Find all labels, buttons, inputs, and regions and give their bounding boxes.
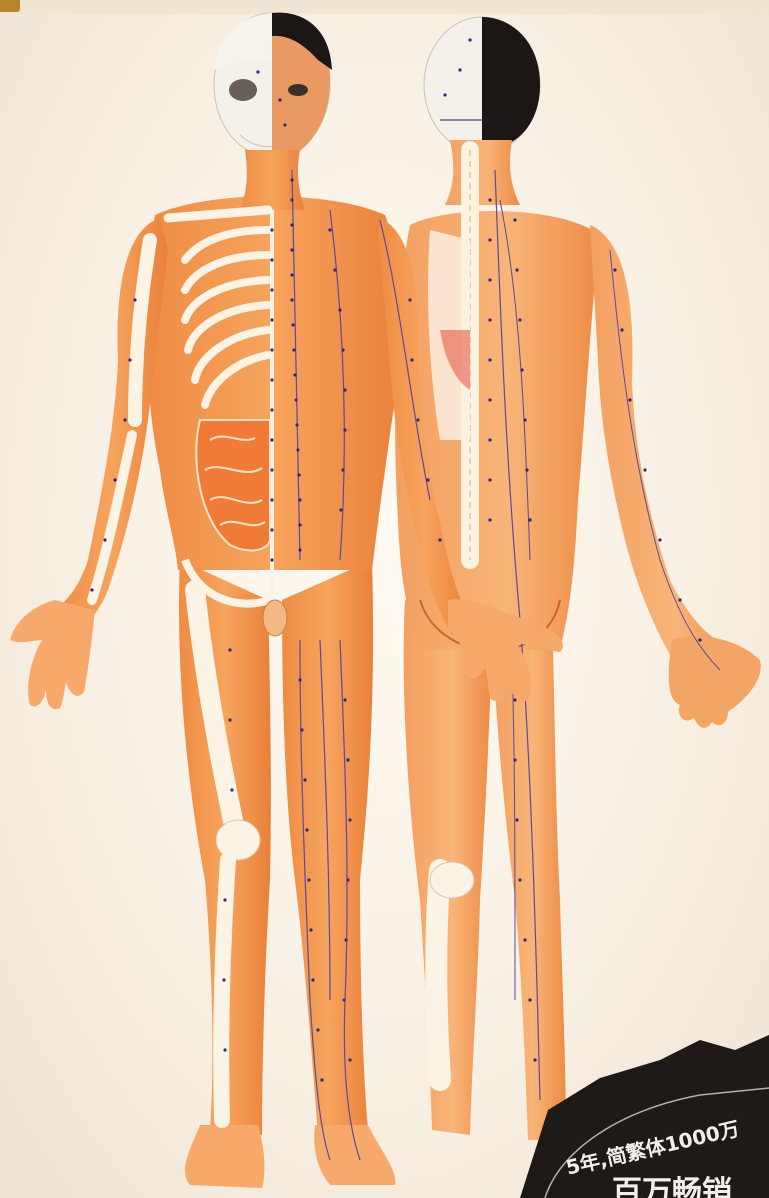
figures-illustration [0, 0, 769, 1198]
acupuncture-chart-page: 5年,简繁体1000万 百万畅销 [0, 0, 769, 1198]
